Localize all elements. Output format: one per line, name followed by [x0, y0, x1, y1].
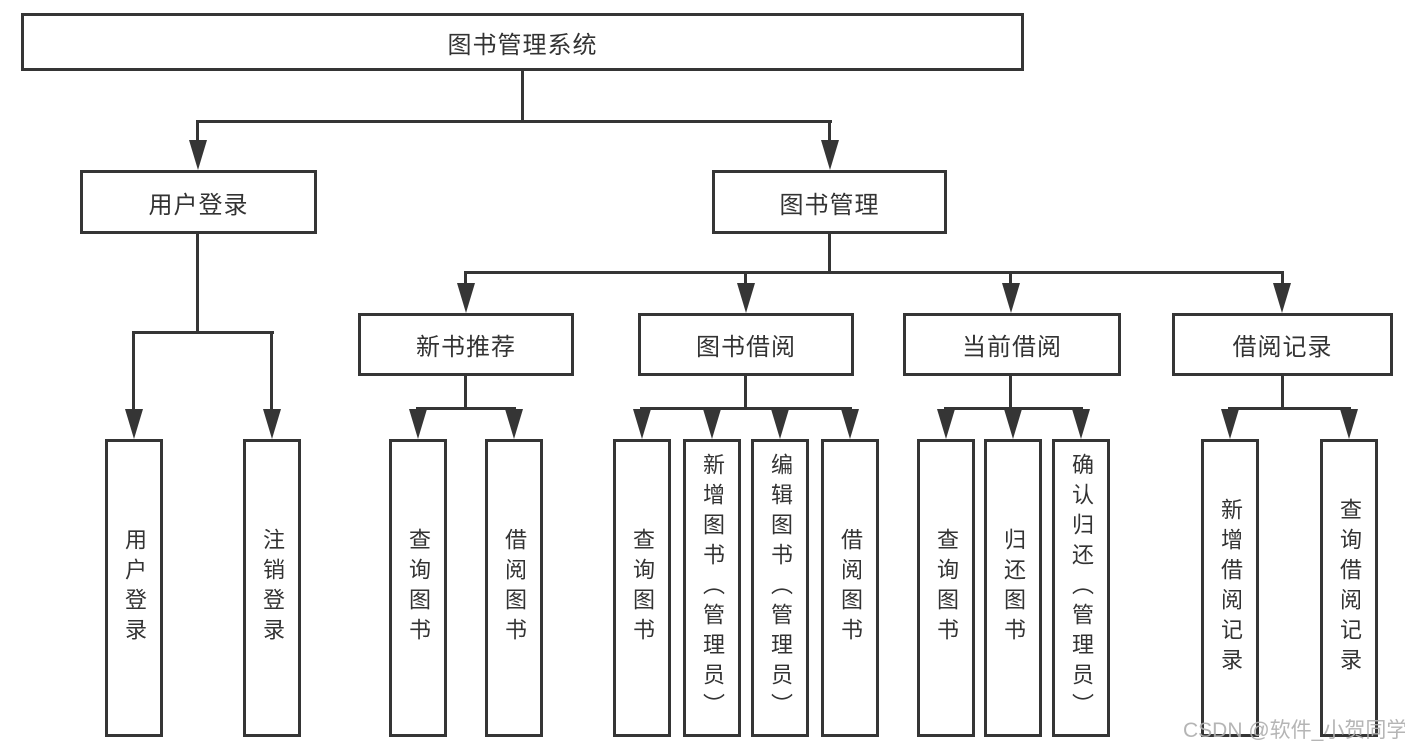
connector-line	[132, 331, 274, 334]
leaf-edit-books-admin: 编辑图书（管理员）	[751, 439, 809, 737]
connector-line	[521, 71, 524, 122]
arrow-down-icon	[263, 409, 281, 439]
connector-line	[464, 271, 467, 285]
leaf-label: 编辑图书（管理员）	[768, 453, 793, 723]
arrow-down-icon	[771, 409, 789, 439]
arrow-down-icon	[633, 409, 651, 439]
node-label: 图书借阅	[696, 334, 796, 361]
connector-line	[744, 271, 747, 285]
node-label: 新书推荐	[416, 334, 516, 361]
leaf-confirm-return-admin: 确认归还（管理员）	[1052, 439, 1110, 737]
arrow-down-icon	[1221, 409, 1239, 439]
arrow-down-icon	[1072, 409, 1090, 439]
connector-line	[1228, 407, 1351, 410]
csdn-watermark: CSDN @软件_小贺同学	[1183, 719, 1405, 742]
leaf-query-books-borrowing: 查询图书	[613, 439, 671, 737]
leaf-query-books-current: 查询图书	[917, 439, 975, 737]
leaf-query-borrow-record: 查询借阅记录	[1320, 439, 1378, 737]
leaf-label: 确认归还（管理员）	[1069, 453, 1094, 723]
node-label: 图书管理	[779, 191, 880, 219]
connector-line	[1281, 376, 1284, 409]
connector-line	[196, 120, 199, 142]
node-label: 图书管理系统	[447, 31, 598, 59]
leaf-label: 新增图书（管理员）	[700, 453, 725, 723]
connector-line	[416, 407, 516, 410]
node-label: 当前借阅	[962, 334, 1062, 361]
leaf-borrow-books-borrowing: 借阅图书	[821, 439, 879, 737]
leaf-query-books-recommend: 查询图书	[389, 439, 447, 737]
node-book-management: 图书管理	[712, 170, 947, 234]
arrow-down-icon	[505, 409, 523, 439]
connector-line	[640, 407, 852, 410]
leaf-add-books-admin: 新增图书（管理员）	[683, 439, 741, 737]
leaf-label: 查询图书	[630, 528, 655, 648]
connector-line	[464, 271, 1284, 274]
leaf-label: 查询借阅记录	[1337, 498, 1362, 678]
leaf-label: 借阅图书	[838, 528, 863, 648]
connector-line	[270, 331, 273, 411]
connector-line	[1281, 271, 1284, 285]
node-label: 借阅记录	[1232, 334, 1333, 361]
connector-line	[1009, 376, 1012, 409]
leaf-label: 查询图书	[934, 528, 959, 648]
connector-line	[744, 376, 747, 409]
arrow-down-icon	[1002, 283, 1020, 313]
arrow-down-icon	[409, 409, 427, 439]
connector-line	[196, 233, 199, 333]
connector-line	[132, 331, 135, 411]
leaf-add-borrow-record: 新增借阅记录	[1201, 439, 1259, 737]
connector-line	[944, 407, 1083, 410]
connector-line	[828, 120, 831, 142]
leaf-label: 注销登录	[260, 528, 285, 648]
arrow-down-icon	[1273, 283, 1291, 313]
arrow-down-icon	[457, 283, 475, 313]
arrow-down-icon	[937, 409, 955, 439]
leaf-label: 归还图书	[1001, 528, 1026, 648]
leaf-return-books: 归还图书	[984, 439, 1042, 737]
arrow-down-icon	[1340, 409, 1358, 439]
arrow-down-icon	[1004, 409, 1022, 439]
node-borrow-records: 借阅记录	[1172, 313, 1393, 376]
arrow-down-icon	[703, 409, 721, 439]
arrow-down-icon	[189, 140, 207, 170]
connector-line	[828, 233, 831, 273]
node-label: 用户登录	[148, 191, 249, 219]
leaf-logout: 注销登录	[243, 439, 301, 737]
node-user-login: 用户登录	[80, 170, 317, 234]
connector-line	[196, 120, 832, 123]
arrow-down-icon	[737, 283, 755, 313]
node-book-borrowing: 图书借阅	[638, 313, 854, 376]
arrow-down-icon	[821, 140, 839, 170]
connector-line	[1009, 271, 1012, 285]
leaf-label: 查询图书	[406, 528, 431, 648]
leaf-user-login: 用户登录	[105, 439, 163, 737]
leaf-borrow-books-recommend: 借阅图书	[485, 439, 543, 737]
node-library-management-system: 图书管理系统	[21, 13, 1024, 71]
node-new-book-recommend: 新书推荐	[358, 313, 574, 376]
leaf-label: 借阅图书	[502, 528, 527, 648]
connector-line	[464, 376, 467, 409]
node-current-borrowing: 当前借阅	[903, 313, 1121, 376]
arrow-down-icon	[125, 409, 143, 439]
leaf-label: 用户登录	[122, 528, 147, 648]
arrow-down-icon	[841, 409, 859, 439]
leaf-label: 新增借阅记录	[1218, 498, 1243, 678]
